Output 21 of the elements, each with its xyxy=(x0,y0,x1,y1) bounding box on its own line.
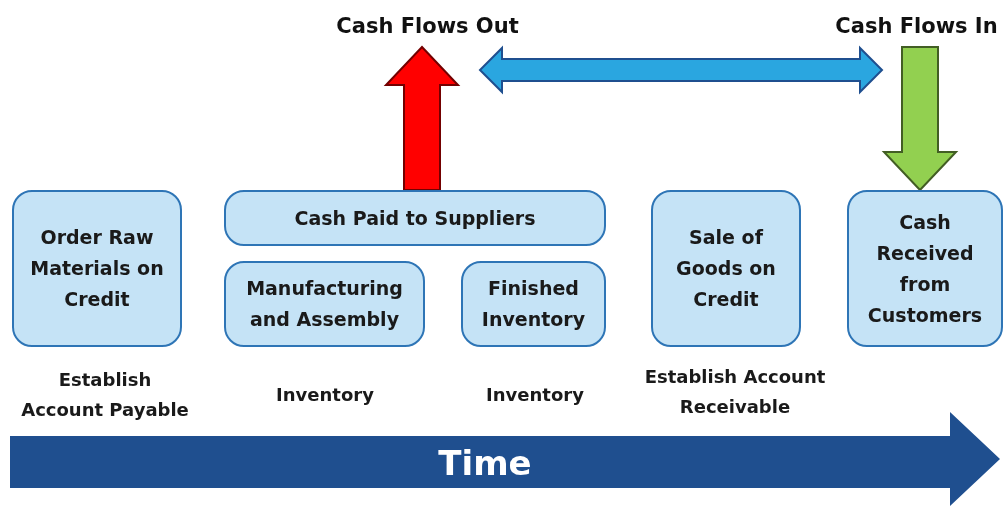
timeline-label: Time xyxy=(438,443,532,483)
process-box xyxy=(224,190,606,246)
process-box xyxy=(651,190,801,347)
process-box xyxy=(461,261,606,347)
box-label: Cash Paid to Suppliers xyxy=(293,205,537,231)
caption-label: Establish Account Receivable xyxy=(643,365,827,419)
process-box xyxy=(12,190,182,347)
caption-label: Inventory xyxy=(275,383,375,407)
box-label: Sale of Goods on Credit xyxy=(675,225,777,312)
heading-label: Cash Flows Out xyxy=(336,14,519,38)
box-label: Order Raw Materials on Credit xyxy=(29,225,165,312)
caption-label: Inventory xyxy=(485,383,585,407)
block-arrow xyxy=(383,45,461,191)
box-label: Cash Received from Customers xyxy=(866,209,984,328)
process-box xyxy=(847,190,1003,347)
process-box xyxy=(224,261,425,347)
heading-label: Cash Flows In xyxy=(835,14,998,38)
box-label: Finished Inventory xyxy=(480,276,587,332)
caption-label: Establish Account Payable xyxy=(20,368,190,422)
block-arrow xyxy=(881,46,959,192)
box-label: Manufacturing and Assembly xyxy=(245,276,404,332)
